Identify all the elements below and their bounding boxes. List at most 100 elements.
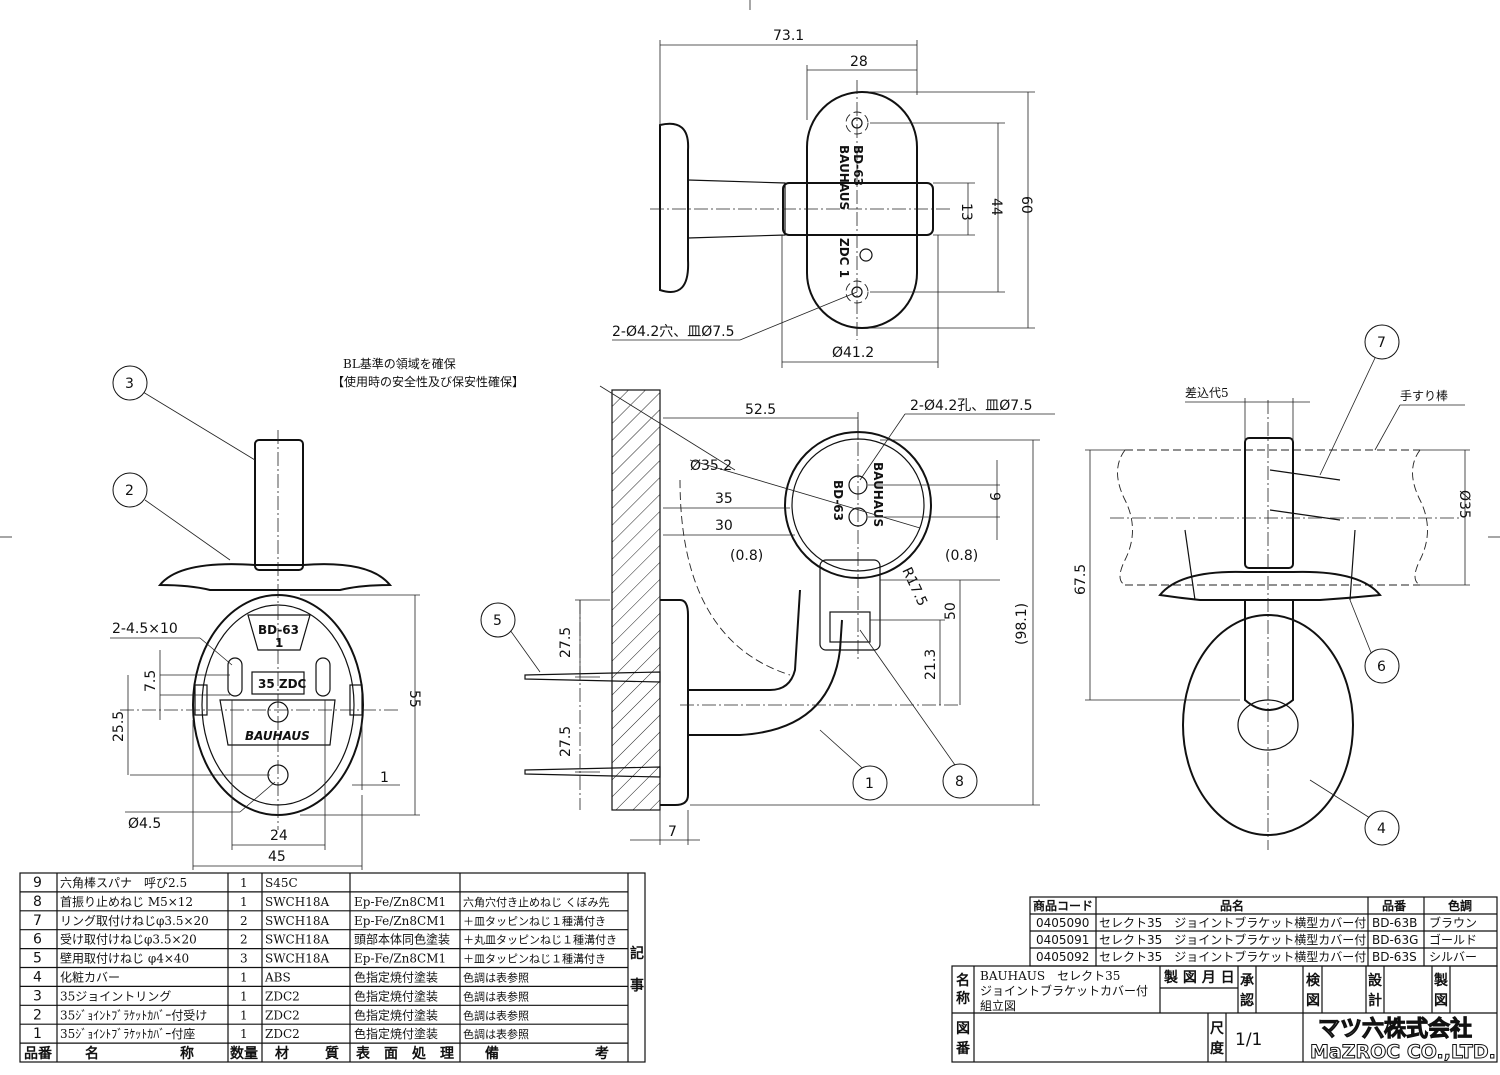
header-remarks-2: 考 [595,1045,609,1062]
part-finish: 色指定焼付塗装 [354,1007,438,1022]
marking-bauhaus: BAUHAUS [245,729,310,743]
header-code: 商品コード [1033,898,1093,913]
balloon-7: 7 [1377,335,1386,351]
dim-73-1: 73.1 [773,28,804,44]
dim-13: 13 [958,203,974,221]
part-qty: 3 [240,952,248,966]
top-view: BAUHAUS BD-63 ZDC 1 73.1 28 13 44 60 Ø41… [612,28,1035,368]
parts-table-header: 品番 名 称 数量 材 質 表 面 処 理 備 考 [24,1045,609,1062]
dim-52-5: 52.5 [745,402,776,418]
header-part: 品番 [1382,898,1407,913]
part-name: 35ｼﾞｮｲﾝﾄﾌﾞﾗｹｯﾄｶﾊﾞｰ付受け [60,1008,207,1022]
part-finish: Ep-Fe/Zn8CM1 [354,952,446,966]
marking-bauhaus: BAUHAUS [871,462,885,527]
dim-27-5-upper: 27.5 [558,627,574,658]
part-no: 8 [33,894,42,910]
dim-45: 45 [268,849,286,865]
part-material: SWCH18A [265,952,329,966]
part-name: 35ｼﾞｮｲﾝﾄﾌﾞﾗｹｯﾄｶﾊﾞｰ付座 [60,1026,195,1041]
part-qty: 1 [240,989,248,1003]
marking-zdc: ZDC 1 [837,238,851,278]
note-slots: 2-4.5×10 [112,621,178,637]
part-finish: 頭部本体同色塗装 [354,932,450,947]
dim-dia-4-5: Ø4.5 [128,816,161,832]
design-label: 設 [1368,972,1383,989]
dim-35: 35 [715,491,733,507]
part-qty: 1 [240,876,248,890]
part-name: 壁用取付けねじ φ4×40 [60,951,189,966]
product-part: BD-63B [1372,916,1417,930]
marking-bd63: BD-63 [258,623,299,637]
part-material: SWCH18A [265,895,329,909]
part-remarks: ＋丸皿タッピンねじ１種溝付き [463,933,617,947]
header-name: 名 [85,1045,99,1062]
dim-7: 7 [668,824,677,840]
part-finish: 色指定焼付塗装 [354,988,438,1003]
company-logo-en: MaZROC CO.,LTD. [1310,1041,1496,1063]
part-no: 2 [33,1007,42,1023]
balloon-4: 4 [1377,821,1386,837]
part-material: S45C [265,876,298,890]
dim-55: 55 [406,690,422,708]
product-name: セレクト35 ジョイントブラケット横型カバー付 [1099,915,1366,930]
header-no: 品番 [24,1045,53,1062]
balloon-1: 1 [865,776,874,792]
design-label-2: 計 [1368,992,1382,1009]
part-no: 9 [33,875,42,891]
part-no: 7 [33,913,42,929]
drawing-title-3: 組立図 [980,998,1016,1013]
product-code: 0405091 [1036,933,1089,947]
part-name: 化粧カバー [60,971,120,985]
product-part: BD-63G [1372,933,1418,947]
product-name: セレクト35 ジョイントブラケット横型カバー付 [1099,949,1366,964]
parts-row: 6 受け取付けねじφ3.5×20 2 SWCH18A 頭部本体同色塗装 ＋丸皿タッピンねじ… [33,932,617,948]
marking-bauhaus: BAUHAUS [837,145,851,210]
dim-1: 1 [380,770,389,786]
part-name: 首振り止めねじ M5×12 [60,895,193,909]
dim-67-5: 67.5 [1073,564,1089,595]
dim-7-5: 7.5 [143,670,159,692]
part-material: SWCH18A [265,933,329,947]
dim-0-8-right: (0.8) [945,548,978,564]
product-name: セレクト35 ジョイントブラケット横型カバー付 [1099,932,1366,947]
header-color: 色調 [1448,898,1472,913]
approve-label: 承 [1240,973,1254,989]
part-qty: 2 [240,914,248,928]
part-name: 受け取付けねじφ3.5×20 [60,933,197,947]
notes-label: 記 [630,945,644,962]
date-label: 製 図 月 日 [1163,969,1235,986]
part-balloons: 1 2 3 4 5 6 7 8 [112,324,1400,846]
part-no: 3 [33,988,42,1004]
part-remarks: ＋皿タッピンねじ１種溝付き [463,952,606,966]
dim-dia-41-2: Ø41.2 [832,345,874,361]
part-finish: Ep-Fe/Zn8CM1 [354,914,446,928]
rail-view: 差込代5 手すり棒 Ø35 67.5 [1073,386,1472,850]
side-view: BD-63 BAUHAUS BL基準の領域を確保 【使用時の安全性及び保安性確保… [332,356,1055,845]
front-view: BD-63 1 35 ZDC BAUHAUS 2-4.5×10 7.5 25.5… [110,430,422,870]
part-material: ZDC2 [265,1027,300,1041]
dim-dia-35: Ø35 [1456,490,1472,519]
header-name-2: 称 [180,1045,194,1062]
drawing-title-2: ジョイントブラケットカバー付 [980,983,1148,998]
part-remarks: ＋皿タッピンねじ１種溝付き [463,914,606,928]
part-remarks: 色調は表参照 [463,971,529,985]
part-finish: Ep-Fe/Zn8CM1 [354,895,446,909]
title-block: 名 称 BAUHAUS セレクト35 ジョイントブラケットカバー付 組立図 製 … [951,965,1498,1064]
part-qty: 2 [240,933,248,947]
header-finish: 表 面 処 理 [355,1045,454,1062]
product-color: シルバー [1429,950,1477,964]
part-no: 5 [33,951,42,967]
part-remarks: 色調は表参照 [463,1008,529,1022]
dim-24: 24 [270,828,288,844]
part-material: ZDC2 [265,1008,300,1022]
dim-27-5-lower: 27.5 [558,726,574,757]
header-material-2: 質 [325,1045,339,1062]
part-finish: 色指定焼付塗装 [354,970,438,985]
part-no: 6 [33,932,42,948]
